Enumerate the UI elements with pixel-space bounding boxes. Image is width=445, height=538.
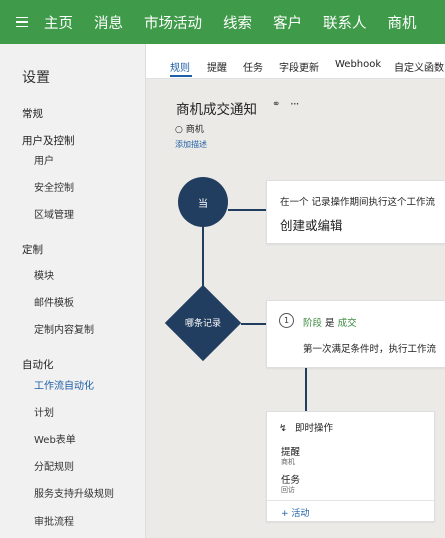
workflow-module: ○ 商机 (175, 122, 204, 135)
tab-tasks[interactable]: 任务 (243, 63, 263, 74)
actions-divider (267, 500, 434, 501)
condition-number-badge: 1 (279, 313, 294, 328)
connector-which-condition (241, 323, 266, 325)
action-alert-sub: 商机 (281, 458, 295, 466)
when-node-label: 当 (198, 198, 208, 210)
more-options-icon[interactable]: ··· (290, 97, 300, 111)
connector-when-trigger (228, 209, 266, 211)
active-tab-indicator (170, 75, 192, 77)
lightning-icon: ↯ (279, 423, 287, 434)
nav-contacts[interactable]: 联系人 (323, 15, 367, 32)
action-alert-title[interactable]: 提醒 (281, 447, 301, 458)
link-icon[interactable]: ⚭ (272, 99, 281, 110)
condition-card[interactable]: 1 阶段 是 成交 第一次满足条件时，执行工作流 (266, 300, 445, 368)
trigger-type: 创建或编辑 (280, 218, 343, 233)
condition-field: 阶段 (303, 318, 323, 329)
sidebar-item-escalation-rules[interactable]: 服务支持升级规则 (34, 489, 114, 500)
condition-operator: 是 (325, 318, 335, 329)
trigger-description: 在一个 记录操作期间执行这个工作流 (280, 197, 436, 208)
instant-actions-header: ↯ 即时操作 (279, 420, 333, 434)
condition-execute-text: 第一次满足条件时，执行工作流 (303, 344, 437, 355)
connector-when-which (202, 227, 204, 298)
sidebar-item-modules[interactable]: 模块 (34, 271, 54, 282)
sidebar-item-workflow-automation[interactable]: 工作流自动化 (34, 381, 94, 392)
which-record-node-label: 哪条记录 (184, 319, 221, 329)
sidebar-item-users[interactable]: 用户 (34, 156, 54, 167)
nav-leads[interactable]: 线索 (223, 15, 252, 32)
workflow-title: 商机成交通知 (176, 102, 257, 118)
tab-rules[interactable]: 规则 (170, 63, 190, 74)
nav-messages[interactable]: 消息 (94, 15, 123, 32)
condition-criteria: 阶段 是 成交 (303, 315, 357, 329)
sidebar-title: 设置 (22, 70, 50, 86)
sidebar-section-general: 常规 (22, 108, 43, 120)
sidebar-section-customization: 定制 (22, 244, 43, 256)
condition-value: 成交 (337, 318, 357, 329)
trigger-card[interactable]: 在一个 记录操作期间执行这个工作流 创建或编辑 (266, 180, 445, 244)
nav-accounts[interactable]: 客户 (273, 15, 302, 32)
action-task-sub: 回访 (281, 486, 295, 494)
workflow-tabs: 规则 提醒 任务 字段更新 Webhook 自定义函数 (146, 44, 445, 79)
workflow-module-name: 商机 (185, 125, 204, 135)
connector-condition-actions (305, 366, 307, 411)
sidebar-item-territory-management[interactable]: 区域管理 (34, 210, 74, 221)
workflow-editor: 规则 提醒 任务 字段更新 Webhook 自定义函数 商机成交通知 ⚭ ···… (146, 44, 445, 538)
nav-home[interactable]: 主页 (44, 15, 73, 32)
hamburger-menu-icon[interactable] (16, 16, 28, 28)
settings-sidebar: 设置 常规 用户及控制 用户 安全控制 区域管理 定制 模块 邮件模板 定制内容… (0, 44, 146, 538)
sidebar-item-assignment-rules[interactable]: 分配规则 (34, 462, 74, 473)
sidebar-section-users-control: 用户及控制 (22, 135, 75, 147)
add-description-link[interactable]: 添加描述 (175, 140, 207, 149)
nav-deals[interactable]: 商机 (387, 15, 417, 32)
instant-actions-card: ↯ 即时操作 提醒 商机 任务 回访 + 活动 (266, 411, 435, 522)
sidebar-section-automation: 自动化 (22, 359, 54, 371)
when-node[interactable]: 当 (178, 177, 228, 227)
sidebar-item-approval-process[interactable]: 审批流程 (34, 517, 74, 528)
nav-campaigns[interactable]: 市场活动 (144, 15, 202, 32)
tab-field-updates[interactable]: 字段更新 (279, 63, 319, 74)
top-nav: 主页 消息 市场活动 线索 客户 联系人 商机 (0, 0, 445, 44)
tab-custom-functions[interactable]: 自定义函数 (394, 63, 444, 74)
instant-actions-title: 即时操作 (295, 423, 334, 434)
module-icon: ○ (175, 125, 183, 135)
sidebar-item-web-forms[interactable]: Web表单 (34, 435, 76, 446)
add-action-button[interactable]: + 活动 (281, 509, 310, 519)
sidebar-item-security-control[interactable]: 安全控制 (34, 183, 74, 194)
sidebar-item-customization-copy[interactable]: 定制内容复制 (34, 325, 94, 336)
action-task-title[interactable]: 任务 (281, 475, 301, 486)
sidebar-item-schedules[interactable]: 计划 (34, 408, 54, 419)
sidebar-item-email-templates[interactable]: 邮件模板 (34, 298, 74, 309)
tab-webhook[interactable]: Webhook (335, 59, 382, 70)
tab-alerts[interactable]: 提醒 (207, 63, 227, 74)
